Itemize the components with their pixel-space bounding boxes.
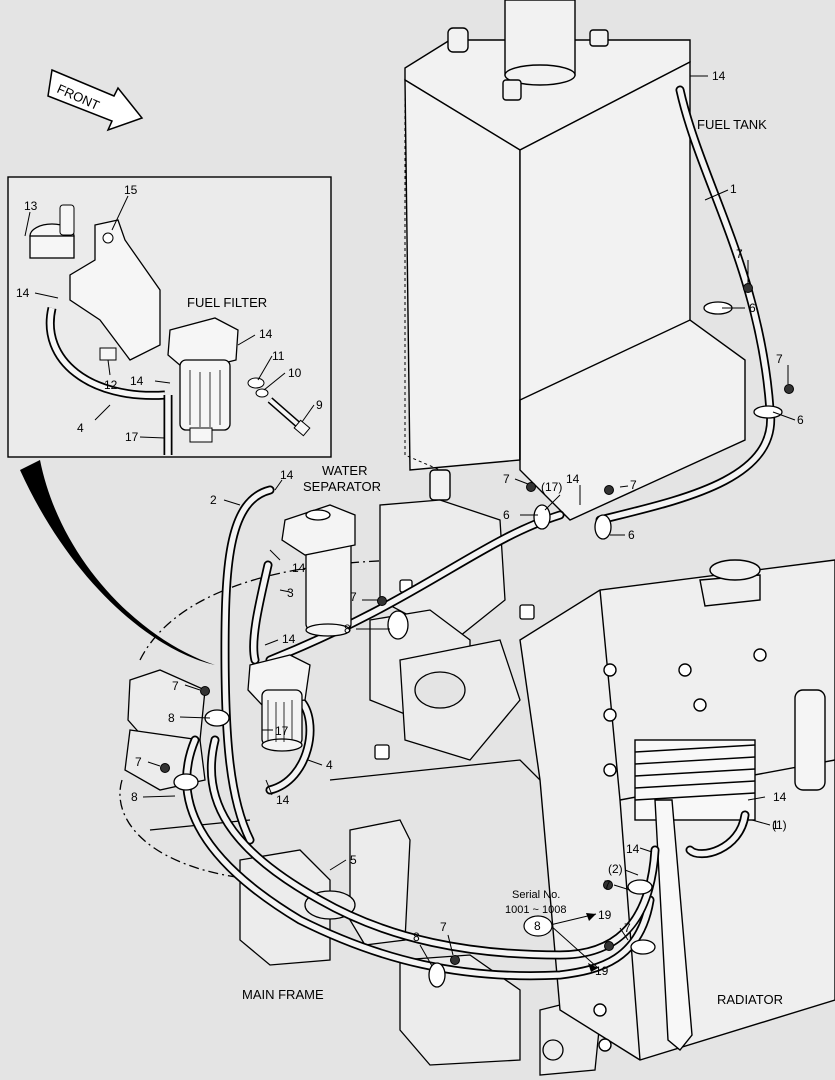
label-serial: Serial No. [512, 889, 560, 901]
callout: 17 [275, 724, 289, 738]
callout: 3 [287, 586, 294, 600]
callout: 14 [259, 327, 273, 341]
fuel-tank [404, 0, 746, 521]
callout: 4 [326, 758, 333, 772]
fuel-filter-inset [7, 176, 332, 458]
callout: 14 [130, 374, 144, 388]
callout: 8 [344, 622, 351, 636]
callout: 2 [210, 493, 217, 507]
callout-8-circle: 8 [534, 919, 541, 933]
callout: 1 [730, 182, 737, 196]
label-water: WATER [322, 463, 368, 478]
label-fuel-filter: FUEL FILTER [187, 295, 267, 310]
callout: 19 [598, 908, 612, 922]
circled-callout-8: 8 [523, 915, 553, 937]
callout: 6 [628, 528, 635, 542]
callout: (2) [608, 862, 623, 876]
hose-clamps [173, 301, 783, 988]
leader-lines [24, 75, 796, 969]
callout: (1) [772, 818, 787, 832]
oil-cooler [634, 739, 756, 821]
radiator [519, 559, 835, 1061]
callout: 14 [626, 842, 640, 856]
callout: 17 [125, 430, 139, 444]
fuel-filter-main [247, 654, 311, 752]
callout: 11 [272, 349, 285, 363]
callout: 13 [24, 199, 38, 213]
callout: 7 [350, 590, 357, 604]
callout-numbers: 14 1 7 6 7 6 7 (17) 14 7 6 6 2 14 14 3 7… [16, 69, 804, 978]
bolts [160, 283, 794, 965]
callout: 8 [131, 790, 138, 804]
callout: 1 [772, 818, 779, 832]
label-separator: SEPARATOR [303, 479, 381, 494]
callout: 7 [776, 352, 783, 366]
label-main-frame: MAIN FRAME [242, 987, 324, 1002]
callout: 7 [440, 920, 447, 934]
callout: 14 [276, 793, 290, 807]
detail-pointer-arrow [20, 460, 215, 665]
callout: 7 [503, 472, 510, 486]
callout: 4 [77, 421, 84, 435]
arrowhead [586, 913, 596, 921]
callout: 8 [168, 711, 175, 725]
callout: 14 [773, 790, 787, 804]
callout: 14 [282, 632, 296, 646]
arrowhead [588, 963, 598, 972]
callout: 19 [595, 964, 609, 978]
callout: 14 [280, 468, 294, 482]
label-radiator: RADIATOR [717, 992, 783, 1007]
callout: (17) [541, 480, 562, 494]
callout: 14 [16, 286, 30, 300]
callout: 5 [350, 853, 357, 867]
text-labels: FUEL TANK FUEL FILTER WATER SEPARATOR MA… [187, 117, 783, 1007]
callout: 12 [104, 378, 118, 392]
label-serial-range: 1001 ~ 1008 [505, 904, 566, 916]
callout: 7 [604, 878, 611, 892]
callout: 7 [135, 755, 142, 769]
water-separator [281, 504, 356, 637]
label-fuel-tank: FUEL TANK [697, 117, 767, 132]
callout: 14 [292, 561, 306, 575]
front-arrow: FRONT [47, 68, 144, 132]
callout: 10 [288, 366, 302, 380]
fuel-hoses [182, 85, 776, 981]
callout: 6 [749, 301, 756, 315]
callout: 7 [172, 679, 179, 693]
callout: 8 [413, 930, 420, 944]
callout: 14 [712, 69, 726, 83]
callout: 7 [624, 921, 631, 935]
callout: 7 [736, 247, 743, 261]
callout: 14 [566, 472, 580, 486]
callout: 9 [316, 398, 323, 412]
callout: 7 [630, 478, 637, 492]
callout: 6 [503, 508, 510, 522]
callout: 15 [124, 183, 138, 197]
callout: 6 [797, 413, 804, 427]
